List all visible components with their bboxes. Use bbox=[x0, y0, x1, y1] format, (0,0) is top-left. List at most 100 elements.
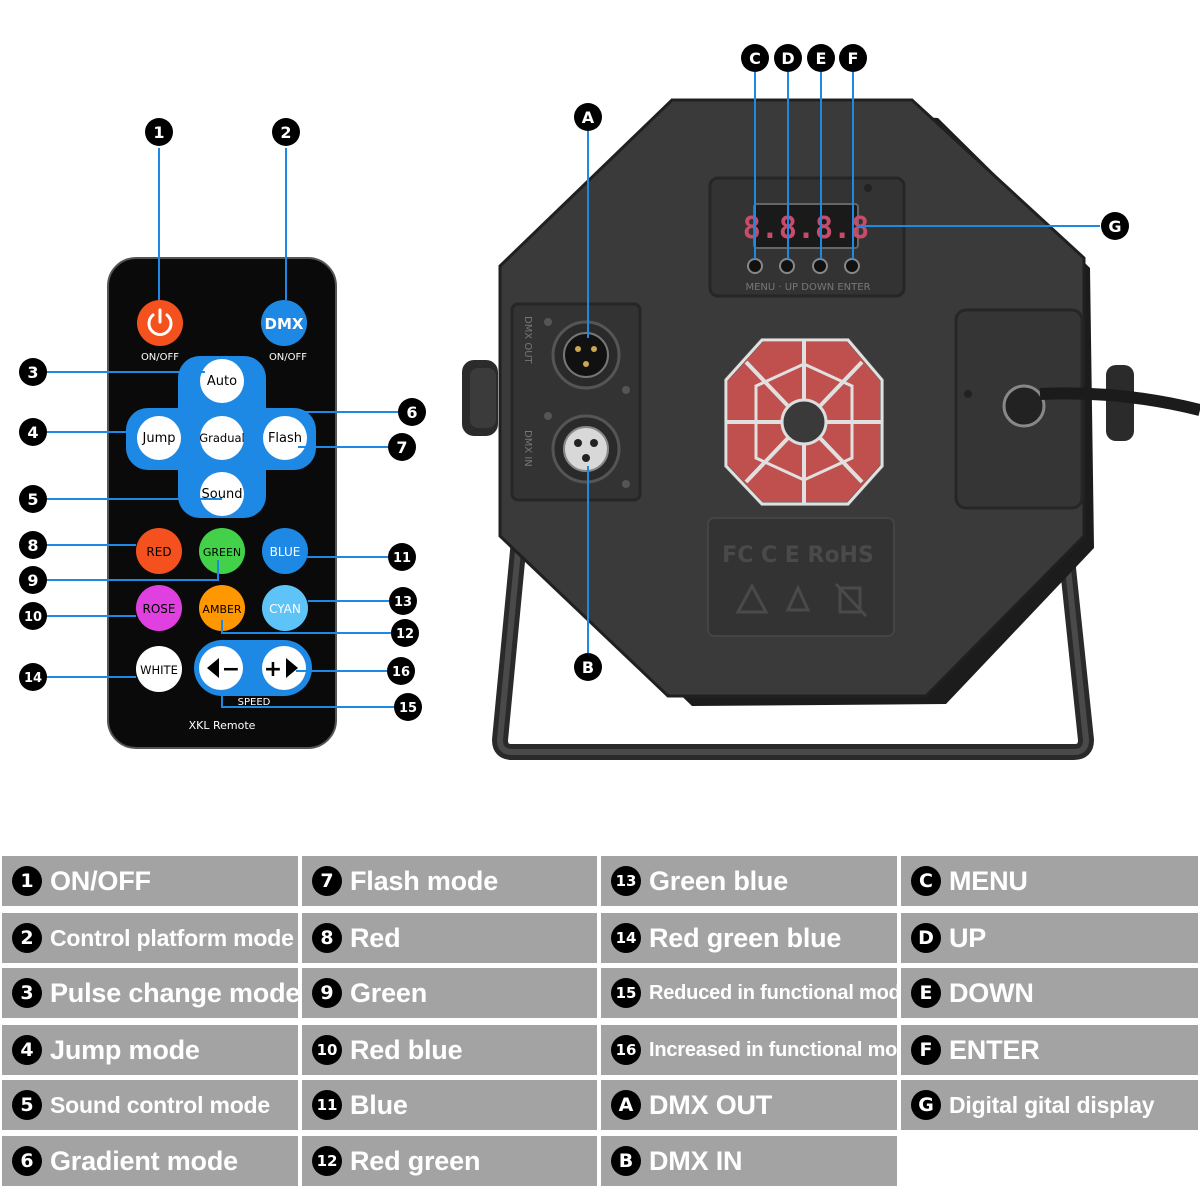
legend-badge: 11 bbox=[312, 1090, 342, 1120]
svg-text:12: 12 bbox=[396, 627, 414, 642]
dmx-in-port[interactable] bbox=[544, 412, 630, 488]
cooling-fan-icon bbox=[724, 338, 884, 506]
legend-label: DOWN bbox=[949, 977, 1034, 1008]
callout-b: B bbox=[574, 653, 602, 681]
recycle-icon bbox=[785, 584, 811, 612]
cyan-label: CYAN bbox=[269, 602, 301, 616]
svg-text:5: 5 bbox=[27, 490, 38, 509]
rose-button[interactable] bbox=[136, 585, 182, 631]
dmx-button[interactable] bbox=[261, 300, 307, 346]
power-icon bbox=[147, 308, 173, 336]
remote-control: ON/OFF DMX ON/OFF Auto Jump Gradual Flas… bbox=[107, 257, 337, 749]
legend-badge: 10 bbox=[312, 1035, 342, 1065]
callout-d: D bbox=[774, 44, 802, 72]
legend-badge: 16 bbox=[611, 1035, 641, 1065]
cyan-button[interactable] bbox=[262, 585, 308, 631]
legend-label: Blue bbox=[350, 1089, 408, 1120]
svg-text:1: 1 bbox=[153, 123, 164, 142]
svg-text:10: 10 bbox=[24, 610, 42, 625]
dmx-label: ON/OFF bbox=[269, 352, 307, 363]
legend-label: DMX IN bbox=[649, 1145, 743, 1176]
blue-button[interactable] bbox=[262, 528, 308, 574]
jump-label: Jump bbox=[142, 431, 176, 446]
remote-brand: XKL Remote bbox=[189, 719, 256, 732]
legend-label: Sound control mode bbox=[50, 1091, 270, 1118]
callout-11: 11 bbox=[388, 543, 416, 571]
legend-badge: 4 bbox=[12, 1035, 42, 1065]
legend-label: Increased in functional mode bbox=[649, 1038, 897, 1061]
speed-up-button[interactable] bbox=[262, 646, 306, 690]
legend-label: Red bbox=[350, 922, 401, 953]
svg-text:13: 13 bbox=[394, 595, 412, 610]
callout-c: C bbox=[741, 44, 769, 72]
legend-label: ENTER bbox=[949, 1034, 1040, 1065]
callout-1: 1 bbox=[145, 118, 173, 146]
svg-text:6: 6 bbox=[406, 403, 417, 422]
gradual-label: Gradual bbox=[199, 431, 245, 445]
flash-label: Flash bbox=[268, 431, 302, 446]
legend-label: Green blue bbox=[649, 865, 789, 896]
display-text: 8.8.8.8 bbox=[743, 211, 869, 246]
jump-button[interactable] bbox=[137, 416, 181, 460]
sound-button[interactable] bbox=[200, 472, 244, 516]
speed-down-button[interactable] bbox=[199, 646, 243, 690]
svg-text:11: 11 bbox=[393, 551, 411, 566]
weee-bin-icon bbox=[834, 582, 868, 618]
svg-text:9: 9 bbox=[27, 571, 38, 590]
green-label: GREEN bbox=[203, 546, 241, 559]
blue-label: BLUE bbox=[270, 545, 301, 559]
enter-button[interactable] bbox=[844, 258, 860, 274]
legend-label: Gradient mode bbox=[50, 1145, 238, 1176]
legend-badge: G bbox=[911, 1090, 941, 1120]
svg-text:G: G bbox=[1108, 217, 1121, 236]
callout-4: 4 bbox=[19, 418, 47, 446]
gradual-button[interactable] bbox=[200, 416, 244, 460]
red-button[interactable] bbox=[136, 528, 182, 574]
legend-label: Pulse change mode bbox=[50, 977, 298, 1008]
dmx-out-port[interactable] bbox=[544, 318, 630, 394]
legend-item-11: 11 Blue bbox=[302, 1080, 597, 1130]
legend-item-4: 4 Jump mode bbox=[2, 1025, 298, 1075]
flash-button[interactable] bbox=[263, 416, 307, 460]
amber-button[interactable] bbox=[199, 585, 245, 631]
callout-g: G bbox=[1101, 212, 1129, 240]
speed-plus-label: + bbox=[264, 657, 282, 682]
legend-label: Jump mode bbox=[50, 1034, 200, 1065]
svg-text:3: 3 bbox=[27, 363, 38, 382]
svg-text:D: D bbox=[781, 49, 794, 68]
legend-label: MENU bbox=[949, 865, 1028, 896]
callout-10: 10 bbox=[19, 602, 47, 630]
callout-14: 14 bbox=[19, 663, 47, 691]
legend-badge: C bbox=[911, 866, 941, 896]
green-button[interactable] bbox=[199, 528, 245, 574]
speed-label: SPEED bbox=[238, 697, 271, 708]
up-button[interactable] bbox=[779, 258, 795, 274]
menu-button[interactable] bbox=[747, 258, 763, 274]
white-button[interactable] bbox=[136, 646, 182, 692]
amber-label: AMBER bbox=[202, 603, 242, 616]
legend-label: UP bbox=[949, 922, 987, 953]
legend-badge: 9 bbox=[312, 978, 342, 1008]
down-button[interactable] bbox=[812, 258, 828, 274]
legend-item-13: 13 Green blue bbox=[601, 856, 897, 906]
legend-badge: 13 bbox=[611, 866, 641, 896]
callout-3: 3 bbox=[19, 358, 47, 386]
legend-label: Green bbox=[350, 977, 428, 1008]
speed-up-icon: + bbox=[264, 657, 298, 682]
warning-icon bbox=[735, 582, 769, 614]
svg-text:16: 16 bbox=[392, 665, 410, 680]
callout-2: 2 bbox=[272, 118, 300, 146]
auto-button[interactable] bbox=[200, 359, 244, 403]
panel-button-labels: MENU · UP DOWN ENTER bbox=[745, 282, 870, 293]
